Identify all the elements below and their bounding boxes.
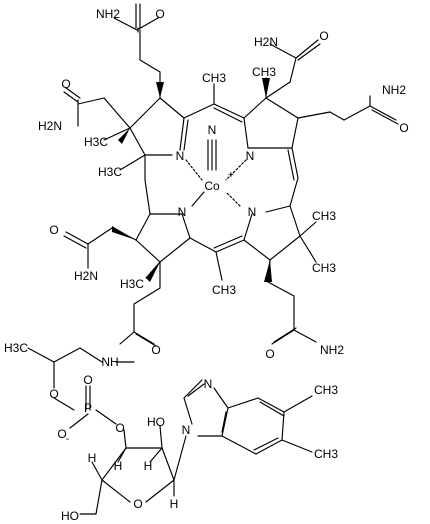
atom-labels: NH2 O O H2N H2N O NH2 O H3C H3C CH3 CH3 … — [4, 7, 409, 523]
cyano-nitrogen: N — [208, 123, 217, 137]
ch3-mid-label: CH3 — [312, 209, 336, 223]
o-furan: O — [133, 497, 142, 511]
ch3-top2-label: CH3 — [252, 65, 276, 79]
bonds — [27, 3, 399, 515]
amide-top-nh2: NH2 — [96, 7, 120, 21]
o-minus: O — [57, 427, 66, 441]
benzimidazole-n2: N — [204, 377, 213, 391]
ho-ring: HO — [147, 415, 165, 429]
h3c-low-label: H3C — [120, 277, 144, 291]
nitrogen-3: N — [178, 205, 187, 219]
amide-tr-oxygen: O — [319, 29, 328, 43]
amide-left-oxygen: O — [61, 77, 70, 91]
amide-far-right-nh2: NH2 — [382, 83, 406, 97]
h-atom-1: H — [114, 459, 123, 473]
nitrogen-2: N — [246, 149, 255, 163]
amide-top-oxygen: O — [155, 7, 164, 21]
ch3-bz1-label: CH3 — [314, 383, 338, 397]
minus-charge: - — [66, 434, 69, 445]
stereo-wedges — [112, 78, 272, 282]
h3c-label-2: H3C — [98, 165, 122, 179]
cobalt-charge: + — [228, 170, 234, 181]
amide-ml-oxygen: O — [49, 223, 58, 237]
amide-tr-h2n: H2N — [254, 35, 278, 49]
h3c-chain-label: H3C — [4, 341, 28, 355]
amide-low-oxygen: O — [265, 347, 274, 361]
amide-left-h2n: H2N — [38, 119, 62, 133]
h-atom-3: H — [88, 451, 97, 465]
nh-link: NH — [101, 355, 118, 369]
h-atom-4: H — [170, 497, 179, 511]
o-link: O — [49, 387, 58, 401]
ch3-mid2-label: CH3 — [312, 261, 336, 275]
h3c-label-1: H3C — [84, 135, 108, 149]
amide-ml-h2n: H2N — [74, 269, 98, 283]
h-atom-2: H — [144, 459, 153, 473]
ho-bottom: HO — [61, 509, 79, 523]
nitrogen-1: N — [176, 149, 185, 163]
cobalt-atom: Co — [204, 179, 220, 193]
benzimidazole-n1: N — [182, 423, 191, 437]
ch3-top-label: CH3 — [202, 71, 226, 85]
o-phosphate-1: O — [83, 373, 92, 387]
amide-low-nh2: NH2 — [320, 343, 344, 357]
amide-far-right-oxygen: O — [399, 121, 408, 135]
ch3-bottom-label: CH3 — [212, 283, 236, 297]
o-ring-link: O — [115, 421, 124, 435]
phosphorus: P — [84, 401, 92, 415]
ch3-bz2-label: CH3 — [314, 447, 338, 461]
amide-d-oxygen: O — [151, 343, 160, 357]
nitrogen-4: N — [248, 205, 257, 219]
